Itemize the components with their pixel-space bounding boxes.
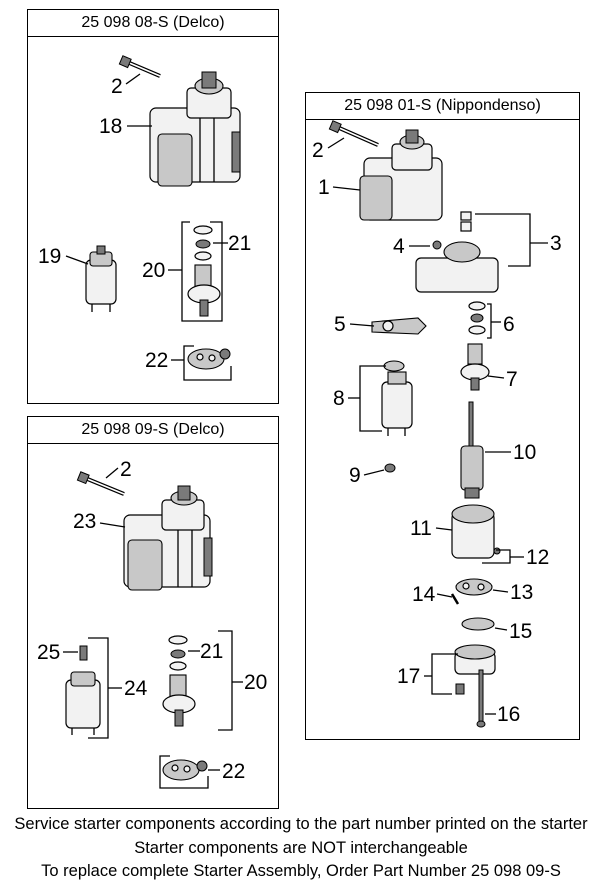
callout-19: 19 [38, 245, 61, 268]
callout-17: 17 [397, 665, 420, 688]
callout-23: 23 [73, 510, 96, 533]
callout-1: 1 [318, 176, 330, 199]
solenoid-illustration [65, 645, 101, 735]
callout-20: 20 [244, 671, 267, 694]
callout-9: 9 [349, 464, 361, 487]
callout-2: 2 [111, 75, 123, 98]
callout-14: 14 [412, 583, 436, 606]
starter-motor-illustration [149, 71, 241, 187]
through-bolt-illustration [476, 669, 486, 728]
shift-lever-illustration [371, 317, 427, 335]
bolt-illustration [328, 120, 379, 147]
callout-8: 8 [333, 387, 345, 410]
starter-motor-illustration [123, 485, 213, 591]
plunger-cap-illustration [384, 463, 396, 473]
retainer-illustration [187, 348, 231, 370]
callout-18: 18 [99, 115, 122, 138]
footer-note-interchangeable: Starter components are NOT interchangeab… [134, 839, 468, 857]
callout-10: 10 [513, 441, 536, 464]
pinion-illustration [460, 343, 490, 391]
panel-title: 25 098 09-S (Delco) [28, 417, 278, 444]
footer-note-service: Service starter components according to … [14, 815, 588, 833]
bolt-illustration [118, 55, 161, 78]
drive-assembly-illustration [162, 635, 196, 727]
callout-22: 22 [145, 349, 168, 372]
callout-25: 25 [37, 641, 60, 664]
panel-delco-25-098-09-s: 25 098 09-S (Delco) [27, 416, 279, 809]
callout-13: 13 [510, 581, 533, 604]
panel-title: 25 098 08-S (Delco) [28, 10, 278, 37]
panel-title: 25 098 01-S (Nippondenso) [306, 93, 579, 120]
solenoid-illustration [85, 245, 117, 312]
callout-3: 3 [550, 232, 562, 255]
callout-12: 12 [526, 546, 549, 569]
washers-illustration [468, 301, 486, 335]
callout-7: 7 [506, 368, 518, 391]
callout-2: 2 [312, 139, 324, 162]
callout-6: 6 [503, 313, 515, 336]
retainer-illustration [162, 759, 208, 781]
plate-illustration [461, 617, 495, 631]
callout-16: 16 [497, 703, 520, 726]
yoke-illustration [451, 504, 501, 559]
callout-21: 21 [228, 232, 251, 255]
callout-20: 20 [142, 259, 165, 282]
callout-11: 11 [410, 517, 432, 540]
callout-22: 22 [222, 760, 245, 783]
callout-15: 15 [509, 620, 532, 643]
drive-assembly-illustration [187, 225, 221, 317]
callout-4: 4 [393, 235, 405, 258]
callout-5: 5 [334, 313, 346, 336]
end-frame-illustration [454, 644, 496, 695]
callout-24: 24 [124, 677, 148, 700]
starter-motor-illustration [359, 129, 443, 221]
callout-21: 21 [200, 640, 223, 663]
solenoid-illustration [381, 360, 413, 436]
callout-2: 2 [120, 458, 132, 481]
bolt-illustration [76, 471, 125, 496]
ball-illustration [432, 240, 442, 250]
housing-illustration [415, 211, 499, 293]
brush-holder-illustration [455, 578, 493, 596]
armature-illustration [460, 401, 484, 499]
brush-spring-illustration [450, 593, 460, 605]
footer-note-order-part: To replace complete Starter Assembly, Or… [41, 862, 561, 880]
